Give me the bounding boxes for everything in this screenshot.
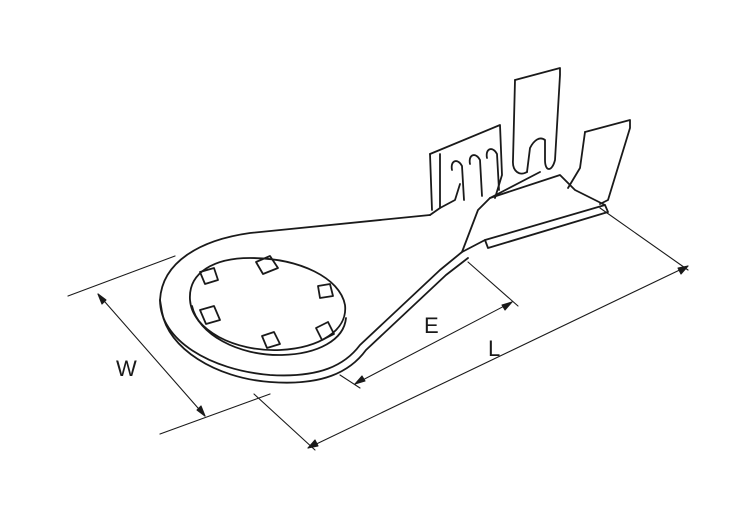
- barrel-floor: [461, 174, 606, 253]
- ring-hole: [189, 257, 346, 351]
- barrel-floor-edge: [484, 204, 609, 249]
- ring-outline: [159, 171, 541, 377]
- crimp-wing-right: [584, 119, 631, 205]
- ring-hole-rim: [191, 305, 347, 356]
- tooth: [255, 255, 279, 275]
- tooth: [317, 283, 334, 299]
- label-w: W: [116, 356, 137, 381]
- dimension-w: [97, 293, 206, 417]
- barrel-back-top: [429, 153, 433, 211]
- crimp-wing-left: [514, 67, 561, 173]
- dimension-e: [354, 301, 513, 385]
- serration: [450, 160, 465, 201]
- crimp-wing-left-side: [512, 79, 528, 175]
- washer-teeth: [199, 255, 335, 349]
- ring-edge: [159, 257, 469, 384]
- tooth: [315, 321, 335, 341]
- crimp-wing-right-side: [567, 131, 586, 189]
- tooth: [199, 267, 219, 285]
- tooth: [199, 305, 221, 325]
- tooth: [261, 331, 281, 349]
- serration: [485, 148, 500, 191]
- neck-line-2: [439, 183, 461, 209]
- label-e: E: [424, 313, 439, 338]
- dimension-l: [307, 265, 689, 449]
- label-l: L: [488, 336, 500, 361]
- extension-lines: [67, 207, 689, 451]
- serration: [468, 154, 483, 197]
